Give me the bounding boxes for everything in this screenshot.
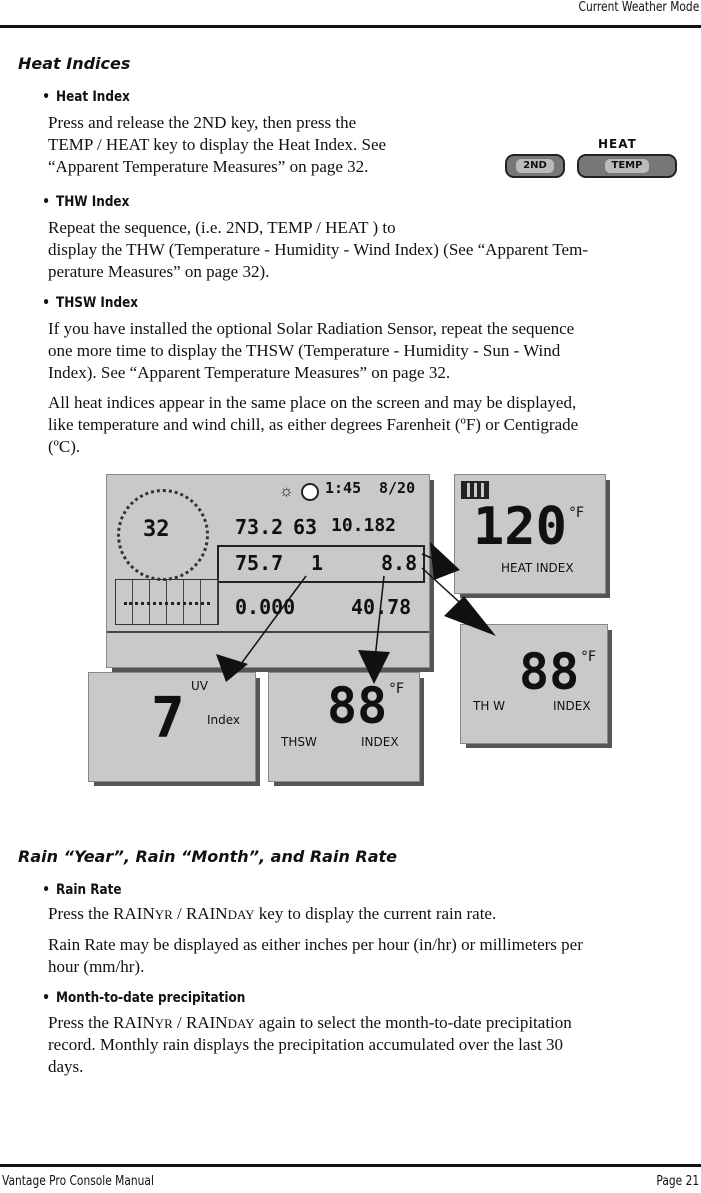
arrow-head-heat [430,542,460,580]
console-figure: 32 ☼ 1:45 8/20 73.2 63 10.182 75.7 1 8.8… [88,472,616,786]
heat-index-value: 120 [473,497,567,557]
footer-page: Page 21 [656,1174,699,1189]
arrow-line-uv [237,575,307,669]
thsw-label-a: THSW [281,735,317,749]
thw-line-1: Repeat the sequence, (i.e. 2ND, TEMP / H… [48,218,396,237]
sun-icon: ☼ [279,483,294,500]
arrow-head-thsw [358,650,390,684]
callout-arrows [216,542,496,684]
thw-label-b: INDEX [553,699,591,713]
temp-key-label: TEMP [604,159,650,173]
text-rain-2: / RAIN [172,904,228,923]
console-lcd: 32 ☼ 1:45 8/20 73.2 63 10.182 75.7 1 8.8… [106,474,430,668]
graph-area [115,579,219,625]
thsw-label-b: INDEX [361,735,399,749]
section-header: Current Weather Mode [578,0,699,15]
text-rain-4: / RAIN [172,1013,228,1032]
ticker-line [107,631,429,633]
text-day: DAY [227,907,255,922]
uv-label-b: Index [207,713,241,727]
date-value: 8/20 [379,479,416,497]
thw-value: 75.7 [235,551,284,575]
graph-line [124,602,210,605]
text-rest: key to display the current rain rate. [254,904,497,923]
rain-rate-line: Press the RAINYR / RAINDAY key to displa… [48,903,496,926]
footer-manual: Vantage Pro Console Manual [2,1174,154,1189]
thw-index-value: 88 [519,643,580,701]
rain-value: 0.000 [235,595,296,619]
temp-heat-key-icon: TEMP [577,154,677,178]
thsw-index-bullet: THSW Index [42,295,138,311]
temp-value: 73.2 [235,515,284,539]
uv-index-value: 7 [151,686,185,751]
thsw-index-value: 88 [327,677,388,735]
rain-para-line-1: Rain Rate may be displayed as either inc… [48,935,583,954]
arrow-head-thw [444,596,496,636]
second-value: 1 [311,551,324,575]
barometer-value: 10.182 [331,515,397,536]
thw-label-a: TH W [473,699,506,713]
heat-index-line-1: Press and release the 2ND key, then pres… [48,113,357,132]
heat-key-label: HEAT [598,137,637,151]
month-precip-line-1: Press the RAINYR / RAINDAY again to sele… [48,1012,572,1035]
thsw-line-2: one more time to display the THSW (Tempe… [48,341,561,360]
heat-para-line-3: (ºC). [48,437,81,456]
heat-para-line-2: like temperature and wind chill, as eith… [48,415,579,434]
text-yr-2: YR [154,1016,173,1031]
thw-index-unit: °F [581,649,597,665]
uv-label-a: UV [191,679,208,693]
thw-line-2: display the THW (Temperature - Humidity … [48,240,588,259]
third-value: 8.8 [381,551,418,575]
heat-index-unit: °F [569,505,585,521]
rain-heading: Rain “Year”, Rain “Month”, and Rain Rate [18,847,398,866]
text-day-2: DAY [227,1016,255,1031]
heat-indices-heading: Heat Indices [18,54,131,73]
heat-index-bullet: Heat Index [42,89,130,105]
text-rain: Press the RAIN [48,904,155,923]
rain-rate-bullet: Rain Rate [42,882,121,898]
month-precip-line-2: record. Monthly rain displays the precip… [48,1035,564,1054]
rain-para-line-2: hour (mm/hr). [48,957,145,976]
heat-para-line-1: All heat indices appear in the same plac… [48,393,577,412]
heat-index-line-3: “Apparent Temperature Measures” on page … [48,157,369,176]
index-highlight-box [217,545,425,583]
text-yr: YR [154,907,173,922]
month-precip-bullet: Month-to-date precipitation [42,990,245,1006]
thw-index-panel: 88 °F TH W INDEX [460,624,608,744]
second-key-icon: 2ND [505,154,565,178]
footer-rule [0,1164,701,1167]
thsw-index-panel: 88 °F THSW INDEX [268,672,420,782]
wind-speed-value: 32 [143,517,170,542]
arrow-head-uv [216,654,248,682]
time-value: 1:45 [325,479,362,497]
text-rain-3: Press the RAIN [48,1013,155,1032]
thw-line-3: perature Measures” on page 32). [48,262,270,281]
heat-index-label: HEAT INDEX [501,561,574,575]
moon-icon [301,483,319,501]
second-key-label: 2ND [516,159,554,173]
header-rule [0,25,701,28]
heat-index-line-2: TEMP / HEAT key to display the Heat Inde… [48,135,387,154]
thsw-index-unit: °F [389,681,405,697]
uv-index-panel: UV 7 Index [88,672,256,782]
thsw-line-1: If you have installed the optional Solar… [48,319,575,338]
heat-index-panel: 120 °F HEAT INDEX [454,474,606,594]
thsw-line-3: Index). See “Apparent Temperature Measur… [48,363,451,382]
month-precip-line-3: days. [48,1057,84,1076]
humidity-value: 63 [293,515,318,539]
graph-icon [461,481,489,499]
thw-index-bullet: THW Index [42,194,129,210]
text-rest-2: again to select the month-to-date precip… [254,1013,572,1032]
